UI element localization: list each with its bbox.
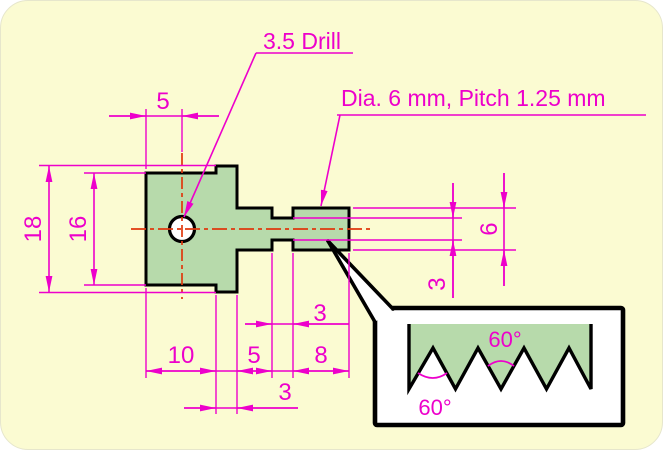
thread-leader-line [320,114,341,207]
detail-balloon: 60° 60° [326,239,626,428]
angle-arc-top [487,360,515,367]
thread-leader: Dia. 6 mm, Pitch 1.25 mm [320,85,646,207]
dim-6-value: 6 [476,222,503,235]
dim-16: 16 [65,173,98,285]
dim-3-groove-dia: 3 [424,183,457,298]
balloon-tail-edge-lower [326,239,377,324]
leader-annotations: 3.5 Drill Dia. 6 mm, Pitch 1.25 mm [183,28,646,218]
dim-5-top-value: 5 [156,88,169,115]
angle-label-top: 60° [488,327,521,352]
dim-18: 18 [20,166,53,292]
thread-root-lines [293,217,462,241]
thread-label: Dia. 6 mm, Pitch 1.25 mm [341,85,606,111]
angle-label-bottom: 60° [418,395,451,420]
dim-5-bottom-value: 5 [247,342,260,369]
dim-18-value: 18 [20,216,47,243]
balloon-tail-edge-upper [326,239,395,311]
dim-10-value: 10 [168,342,195,369]
dim-6-thread-dia: 6 [476,173,508,286]
centerlines [131,153,371,299]
drill-leader-line [183,52,257,218]
thread-profile-detail: 60° 60° [407,324,593,420]
extension-lines [39,109,516,414]
dim-5-top: 5 [109,88,219,120]
dim-3-groove-width: 3 [245,300,349,328]
dim-16-value: 16 [65,216,92,243]
drill-leader: 3.5 Drill [183,28,353,218]
dim-3-collar-width-value: 3 [278,379,291,406]
thread-profile-outline [407,324,593,396]
drill-label: 3.5 Drill [263,28,341,54]
dim-8-value: 8 [314,342,327,369]
dim-3-groove-dia-value: 3 [424,277,451,290]
dimension-lines: 5 18 16 10 5 8 3 [20,88,508,412]
dim-3-collar-width: 3 [184,379,298,412]
angle-arc-bottom [417,372,448,379]
thread-profile-fill [409,324,591,389]
balloon-tail [328,241,393,322]
dim-3-groove-width-value: 3 [313,300,326,327]
dim-bottom-row: 10 5 8 [146,342,349,375]
